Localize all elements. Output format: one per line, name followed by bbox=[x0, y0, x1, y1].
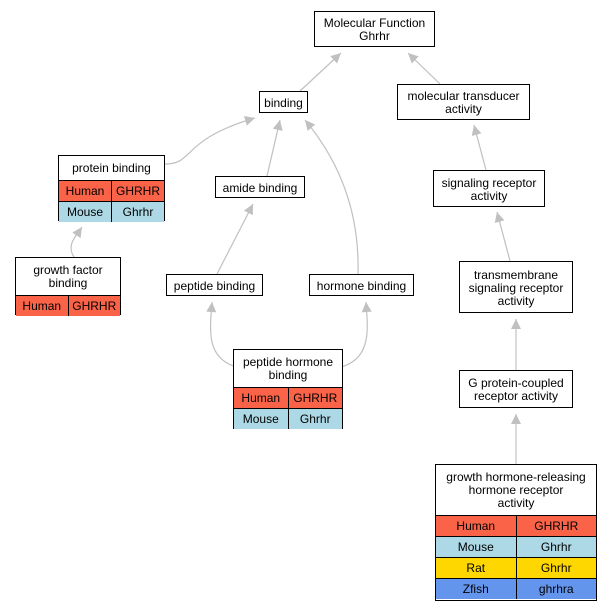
arrowhead bbox=[471, 125, 482, 136]
edge-signaling_receptor-to-mol_transducer bbox=[471, 124, 487, 171]
node-molecular-transducer-activity[interactable]: molecular transducer activity bbox=[397, 84, 530, 120]
arrowhead bbox=[305, 120, 316, 131]
species-name[interactable]: Zfish bbox=[436, 579, 516, 599]
node-ghrh-receptor-activity[interactable]: growth hormone-releasing hormone recepto… bbox=[435, 464, 597, 601]
arrowhead bbox=[494, 212, 505, 223]
node-title: growth factor binding bbox=[33, 262, 103, 290]
node-title: growth hormone-releasing hormone recepto… bbox=[446, 469, 586, 510]
species-name[interactable]: Mouse bbox=[436, 537, 516, 557]
species-name[interactable]: Rat bbox=[436, 558, 516, 578]
edge-binding-to-mf bbox=[299, 52, 342, 92]
edge-amide_binding-to-binding bbox=[266, 119, 283, 177]
node-amide-binding[interactable]: amide binding bbox=[215, 176, 305, 198]
gene-symbol[interactable]: Ghrhr bbox=[111, 202, 164, 222]
edge-growth_factor_binding-to-protein_binding bbox=[70, 226, 83, 258]
edge-mol_transducer-to-mf bbox=[407, 52, 441, 85]
node-title: molecular transducer activity bbox=[407, 89, 520, 116]
gene-symbol[interactable]: GHRHR bbox=[515, 516, 596, 536]
node-hormone-binding[interactable]: hormone binding bbox=[309, 274, 414, 296]
edge-transmembrane-to-signaling_receptor bbox=[494, 211, 511, 262]
node-peptide-binding[interactable]: peptide binding bbox=[166, 274, 263, 296]
arrowhead bbox=[408, 53, 419, 64]
arrowhead bbox=[243, 204, 253, 216]
node-signaling-receptor-activity[interactable]: signaling receptor activity bbox=[433, 170, 545, 207]
edge-peptide_binding-to-amide_binding bbox=[216, 203, 254, 275]
arrowhead bbox=[72, 227, 82, 239]
arrowhead bbox=[206, 302, 217, 313]
species-name[interactable]: Human bbox=[436, 516, 516, 536]
arrowhead bbox=[330, 53, 341, 64]
edge-ghrh_receptor-to-gpcr bbox=[511, 414, 521, 464]
node-title: signaling receptor activity bbox=[441, 175, 537, 203]
arrowhead bbox=[243, 116, 255, 126]
arrowhead bbox=[272, 120, 283, 131]
edge-peptide_hormone_binding-to-hormone_binding bbox=[337, 301, 372, 369]
node-title: peptide hormone binding bbox=[242, 354, 334, 382]
arrowhead bbox=[361, 302, 372, 313]
gene-symbol[interactable]: GHRHR bbox=[67, 296, 120, 316]
species-name[interactable]: Mouse bbox=[59, 202, 111, 222]
arrowhead bbox=[511, 319, 521, 329]
gene-symbol[interactable]: Ghrhr bbox=[515, 537, 596, 557]
gene-symbol[interactable]: Ghrhr bbox=[287, 409, 342, 429]
node-binding[interactable]: binding bbox=[259, 91, 308, 113]
node-transmembrane-signaling-receptor-activity[interactable]: transmembrane signaling receptor activit… bbox=[459, 261, 573, 313]
edge-protein_binding-to-binding bbox=[164, 116, 256, 165]
species-name[interactable]: Human bbox=[234, 388, 288, 408]
gene-symbol[interactable]: Ghrhr bbox=[515, 558, 596, 578]
node-title: peptide binding bbox=[173, 278, 256, 293]
gene-symbol[interactable]: GHRHR bbox=[287, 388, 342, 408]
species-name[interactable]: Mouse bbox=[234, 409, 288, 429]
node-title: protein binding bbox=[72, 160, 151, 175]
arrowhead bbox=[511, 414, 521, 424]
node-title: amide binding bbox=[222, 180, 298, 195]
node-title: Molecular Function Ghrhr bbox=[323, 16, 426, 43]
node-title: G protein-coupled receptor activity bbox=[468, 376, 564, 403]
node-title: transmembrane signaling receptor activit… bbox=[468, 267, 564, 308]
edge-peptide_hormone_binding-to-peptide_binding bbox=[206, 301, 241, 369]
species-name[interactable]: Human bbox=[59, 181, 111, 201]
gene-symbol[interactable]: GHRHR bbox=[111, 181, 164, 201]
gene-symbol[interactable]: ghrhra bbox=[515, 579, 596, 599]
node-molecular-function[interactable]: Molecular Function Ghrhr bbox=[314, 11, 435, 47]
node-title: hormone binding bbox=[316, 278, 407, 293]
node-title: binding bbox=[264, 95, 303, 110]
node-g-protein-coupled-receptor-activity[interactable]: G protein-coupled receptor activity bbox=[459, 370, 573, 408]
species-name[interactable]: Human bbox=[16, 296, 68, 316]
edge-hormone_binding-to-binding bbox=[304, 119, 359, 275]
edge-gpcr-to-transmembrane bbox=[511, 319, 521, 370]
